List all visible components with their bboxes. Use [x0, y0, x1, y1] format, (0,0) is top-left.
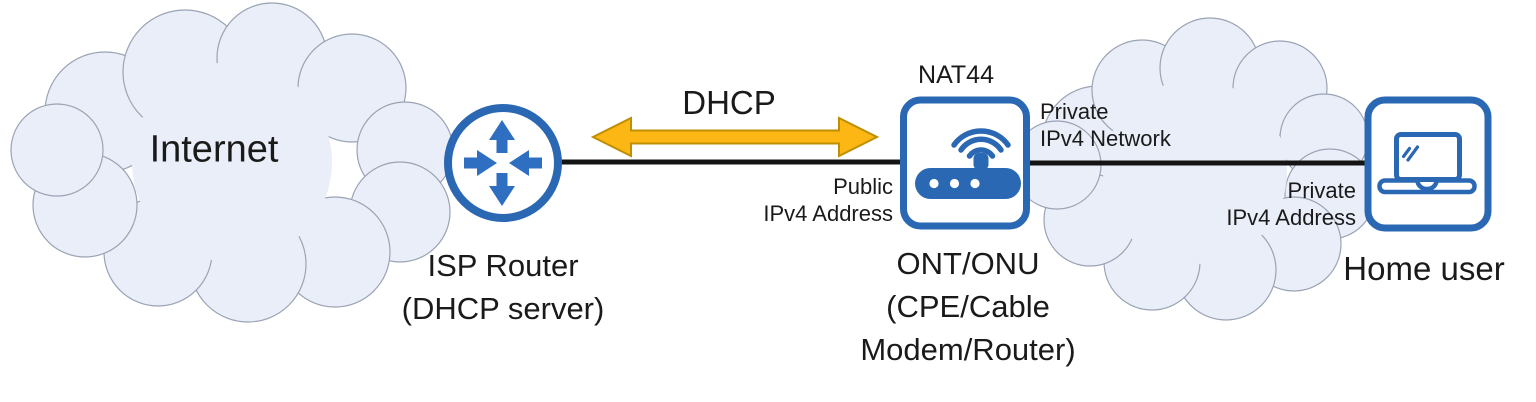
isp-router-label-line2: (DHCP server): [401, 291, 605, 326]
wifi-arcs: [951, 128, 1011, 159]
private-address-line1: Private: [1287, 178, 1356, 203]
laptop-base: [1377, 178, 1477, 195]
nat44-label: NAT44: [918, 61, 994, 89]
wifi-antenna-base: [973, 153, 989, 170]
arrow-left: [509, 150, 542, 176]
laptop-screen: [1394, 132, 1462, 182]
private-ipv4-address-label: Private IPv4 Address: [1226, 177, 1356, 231]
cloud-bump: [10, 103, 104, 197]
isp-router-label-line1: ISP Router: [427, 248, 579, 283]
router-arrows-icon: [464, 120, 542, 206]
ont-box: [900, 96, 1030, 230]
arrow-down: [489, 173, 515, 206]
internet-cloud-shape: [10, 2, 454, 323]
private-ipv4-network-label: Private IPv4 Network: [1040, 98, 1171, 152]
public-ipv4-address-label: Public IPv4 Address: [763, 173, 893, 227]
isp-router-label: ISP Router (DHCP server): [402, 244, 605, 330]
home-user-node: [1364, 96, 1492, 232]
ont-node: [900, 96, 1030, 230]
cloud-center: [132, 62, 332, 262]
ont-label-line2: (CPE/Cable: [886, 289, 1050, 324]
isp-router-node: [444, 104, 562, 222]
router-body: [915, 168, 1021, 199]
public-ipv4-line2: IPv4 Address: [763, 201, 893, 226]
cloud-center: [1103, 80, 1287, 264]
ont-label-line1: ONT/ONU: [896, 246, 1040, 281]
private-network-cloud-shape: [1012, 17, 1376, 321]
internet-cloud-label: Internet: [149, 128, 279, 171]
home-user-label: Home user: [1343, 250, 1505, 287]
arrow-right: [464, 150, 497, 176]
wifi-router-icon: [915, 128, 1021, 199]
ont-label-line3: Modem/Router): [860, 332, 1076, 367]
arrow-up: [489, 120, 515, 153]
dhcp-arrow-label: DHCP: [682, 84, 776, 121]
ont-label: ONT/ONU (CPE/Cable Modem/Router): [860, 242, 1075, 371]
router-icon: [444, 104, 562, 222]
public-ipv4-line1: Public: [833, 174, 893, 199]
laptop-icon: [1377, 132, 1477, 195]
private-address-line2: IPv4 Address: [1226, 205, 1356, 230]
private-network-line2: IPv4 Network: [1040, 126, 1171, 151]
dhcp-double-arrow: [590, 116, 880, 158]
private-network-line1: Private: [1040, 99, 1109, 124]
laptop-screen-glare: [1401, 145, 1420, 162]
router-body-dots: [929, 178, 980, 189]
